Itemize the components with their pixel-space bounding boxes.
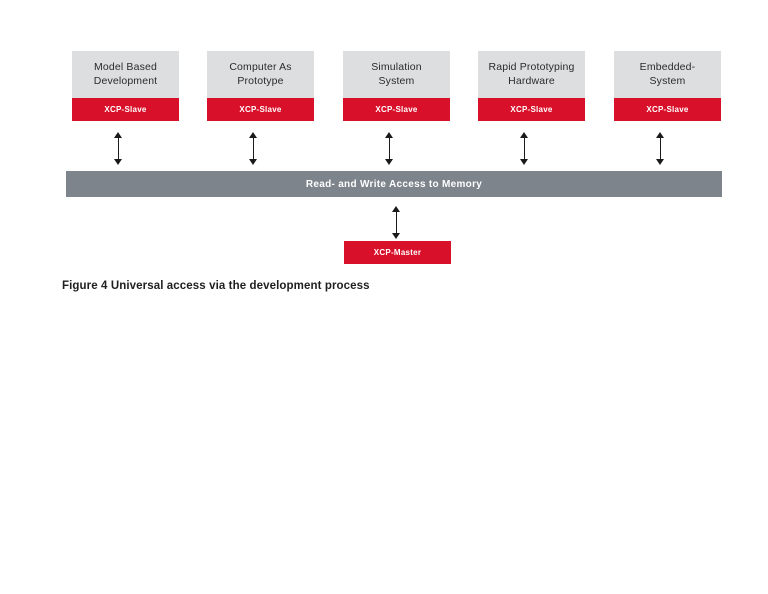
- double-headed-vertical-arrow-icon: [654, 132, 667, 165]
- arrow-shaft: [396, 209, 397, 236]
- system-box-title: Computer As Prototype: [207, 51, 314, 98]
- system-box-title-line: System: [378, 74, 415, 87]
- arrow-shaft: [389, 135, 390, 162]
- xcp-master-box: XCP-Master: [344, 241, 451, 264]
- system-box-title-line: Development: [93, 74, 158, 87]
- system-box-model-based-development: Model Based Development XCP-Slave: [72, 51, 179, 121]
- arrow-shaft: [253, 135, 254, 162]
- system-box-title: Simulation System: [343, 51, 450, 98]
- system-boxes-row: Model Based Development XCP-Slave Comput…: [66, 51, 722, 121]
- system-box-title-line: Computer As: [229, 61, 292, 73]
- system-box-title: Embedded- System: [614, 51, 721, 98]
- double-headed-vertical-arrow-icon: [390, 206, 403, 239]
- system-box-title-line: Embedded-: [639, 61, 696, 73]
- double-headed-vertical-arrow-icon: [383, 132, 396, 165]
- arrow-head-down: [385, 159, 393, 165]
- arrow-head-down: [392, 233, 400, 239]
- double-headed-vertical-arrow-icon: [112, 132, 125, 165]
- xcp-slave-badge: XCP-Slave: [72, 98, 179, 121]
- system-box-title-line: System: [649, 74, 686, 87]
- arrow-shaft: [524, 135, 525, 162]
- system-box-title-line: Simulation: [371, 61, 422, 73]
- xcp-slave-badge: XCP-Slave: [207, 98, 314, 121]
- figure-caption: Figure 4 Universal access via the develo…: [62, 280, 370, 292]
- arrow-head-down: [114, 159, 122, 165]
- xcp-slave-badge: XCP-Slave: [614, 98, 721, 121]
- system-box-embedded-system: Embedded- System XCP-Slave: [614, 51, 721, 121]
- arrow-head-down: [249, 159, 257, 165]
- system-box-title: Model Based Development: [72, 51, 179, 98]
- system-box-rapid-prototyping-hardware: Rapid Prototyping Hardware XCP-Slave: [478, 51, 585, 121]
- system-box-title-line: Rapid Prototyping: [488, 61, 575, 73]
- arrow-shaft: [118, 135, 119, 162]
- xcp-slave-badge: XCP-Slave: [478, 98, 585, 121]
- system-box-title: Rapid Prototyping Hardware: [478, 51, 585, 98]
- system-box-simulation-system: Simulation System XCP-Slave: [343, 51, 450, 121]
- system-box-title-line: Model Based: [94, 61, 157, 73]
- system-box-title-line: Hardware: [508, 74, 555, 87]
- system-box-title-line: Prototype: [237, 74, 284, 87]
- arrow-head-down: [520, 159, 528, 165]
- double-headed-vertical-arrow-icon: [247, 132, 260, 165]
- memory-access-bus: Read- and Write Access to Memory: [66, 171, 722, 197]
- arrow-shaft: [660, 135, 661, 162]
- xcp-slave-badge: XCP-Slave: [343, 98, 450, 121]
- double-headed-vertical-arrow-icon: [518, 132, 531, 165]
- system-box-computer-as-prototype: Computer As Prototype XCP-Slave: [207, 51, 314, 121]
- arrow-head-down: [656, 159, 664, 165]
